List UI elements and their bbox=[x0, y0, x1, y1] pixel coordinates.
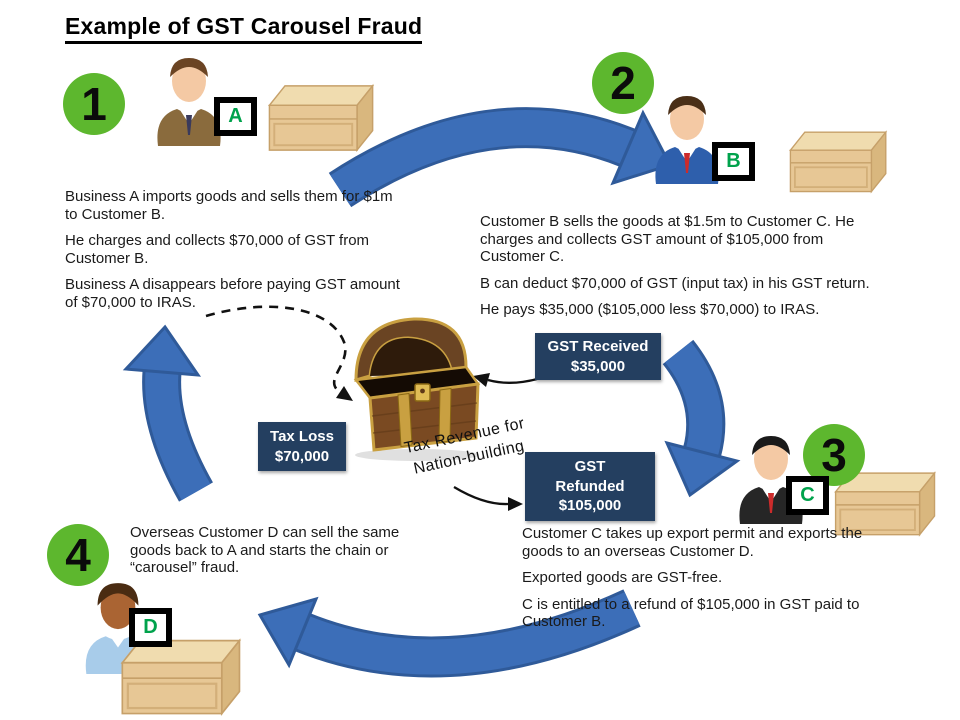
tag-line: GST Received bbox=[547, 338, 649, 355]
customer-b-person-icon bbox=[655, 96, 719, 184]
tax-loss-tag: Tax Loss $70,000 bbox=[258, 422, 346, 471]
tag-line: Refunded bbox=[555, 477, 625, 495]
step-paragraph: Customer C takes up export permit and ex… bbox=[522, 525, 863, 560]
step-3-text: Customer C takes up export permit and ex… bbox=[522, 525, 867, 640]
label-box-a: A bbox=[214, 97, 257, 136]
business-a-person-icon bbox=[157, 58, 221, 146]
step-paragraph: He charges and collects $70,000 of GST f… bbox=[65, 232, 370, 267]
step-paragraph: Overseas Customer D can sell the same go… bbox=[130, 524, 400, 577]
step-paragraph: Business A imports goods and sells them … bbox=[65, 188, 393, 223]
treasure-chest-icon bbox=[353, 317, 481, 461]
goods-crate-b-icon bbox=[788, 130, 888, 194]
gst-refunded-tag: GST Refunded $105,000 bbox=[525, 452, 655, 521]
step-3-badge: 3 bbox=[803, 424, 865, 486]
tag-line: GST bbox=[574, 458, 606, 475]
step-4-text: Overseas Customer D can sell the same go… bbox=[130, 524, 430, 586]
step-2-badge: 2 bbox=[592, 52, 654, 114]
tag-line: $70,000 bbox=[274, 447, 330, 465]
goods-crate-c-icon bbox=[834, 471, 936, 537]
goods-crate-a-icon bbox=[267, 83, 375, 153]
step-paragraph: He pays $35,000 ($105,000 less $70,000) … bbox=[480, 301, 820, 319]
tag-line: Tax Loss bbox=[270, 428, 334, 445]
step-1-badge: 1 bbox=[63, 73, 125, 135]
arrow-d-to-a bbox=[122, 324, 214, 502]
arrow-c-to-d bbox=[257, 589, 641, 678]
gst-received-tag: GST Received $35,000 bbox=[535, 333, 661, 380]
step-paragraph: Business A disappears before paying GST … bbox=[65, 276, 400, 311]
tag-line: $35,000 bbox=[570, 357, 626, 375]
label-box-b: B bbox=[712, 142, 755, 181]
label-box-c: C bbox=[786, 476, 829, 515]
step-4-badge: 4 bbox=[47, 524, 109, 586]
step-paragraph: Customer B sells the goods at $1.5m to C… bbox=[480, 213, 855, 266]
arrow-b-to-c bbox=[662, 339, 741, 498]
arrow-a-to-b bbox=[328, 107, 673, 208]
step-2-text: Customer B sells the goods at $1.5m to C… bbox=[480, 213, 875, 328]
step-paragraph: Exported goods are GST-free. bbox=[522, 569, 723, 587]
page-title: Example of GST Carousel Fraud bbox=[65, 13, 423, 44]
step-paragraph: C is entitled to a refund of $105,000 in… bbox=[522, 595, 860, 631]
label-box-d: D bbox=[129, 608, 172, 647]
step-1-text: Business A imports goods and sells them … bbox=[65, 188, 405, 320]
dashed-arrow-step1-to-chest bbox=[205, 305, 353, 401]
tag-line: $105,000 bbox=[558, 497, 622, 514]
connector-caption-to-gst-refunded bbox=[453, 486, 523, 511]
step-paragraph: B can deduct $70,000 of GST (input tax) … bbox=[480, 274, 870, 292]
